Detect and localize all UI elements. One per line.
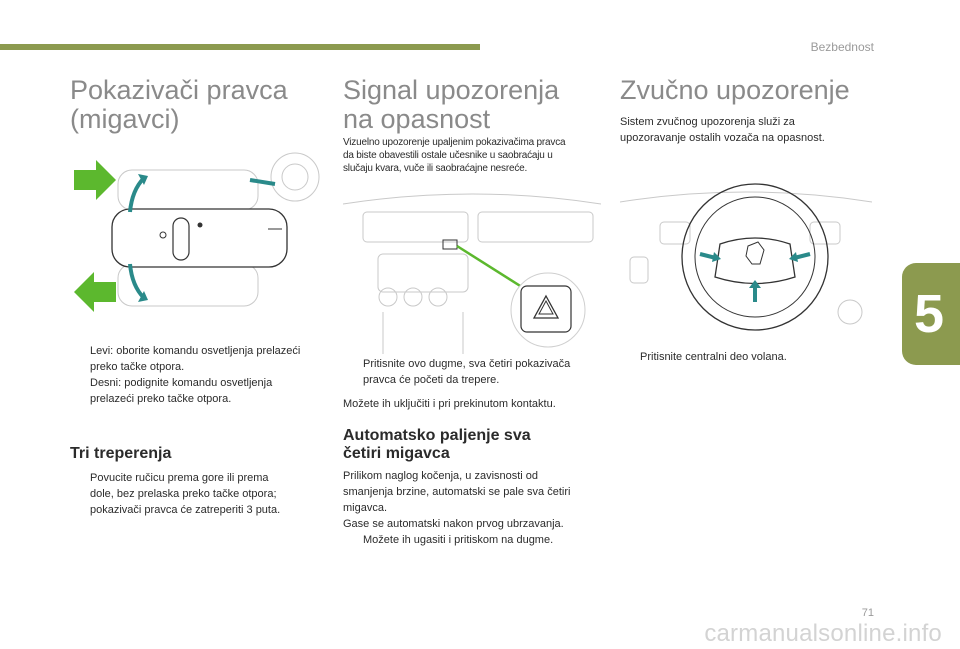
turn-signal-stalk-illustration — [74, 152, 320, 312]
bullet-press-wheel: Pritisnite centralni deo volana. — [640, 351, 787, 363]
title-horn: Zvučno upozorenje — [620, 75, 850, 105]
subtitle-three-flashes: Tri treperenja — [70, 445, 172, 462]
bullet-three-flashes: Povucite ručicu prema gore ili prema dol… — [90, 472, 281, 516]
horn-intro: Sistem zvučnog upozorenja služi za upozo… — [620, 116, 825, 144]
bullet-right-signal: Desni: podignite komandu osvetljenja pre… — [90, 377, 273, 405]
steering-wheel-horn-illustration — [620, 183, 872, 331]
bullet-press-hazard: Pritisnite ovo dugme, sva četiri pokaziv… — [363, 358, 571, 386]
page-number: 71 — [861, 607, 874, 619]
hazard-note: Možete ih uključiti i pri prekinutom kon… — [343, 398, 556, 410]
title-turn-signals: Pokazivači pravca (migavci) — [70, 75, 288, 134]
watermark: carmanualsonline.info — [704, 620, 942, 647]
bullet-switch-off: Možete ih ugasiti i pritiskom na dugme. — [363, 534, 554, 546]
section-label: Bezbednost — [810, 40, 874, 54]
subtitle-automatic-hazard: Automatsko paljenje sva četiri migavca — [343, 427, 531, 462]
hazard-button-illustration — [343, 193, 601, 354]
hazard-intro: Vizuelno upozorenje upaljenim pokazivači… — [343, 137, 566, 174]
bullet-left-signal: Levi: oborite komandu osvetljenja prelaz… — [90, 345, 301, 373]
header-accent-bar — [0, 44, 480, 50]
automatic-hazard-text: Prilikom naglog kočenja, u zavisnosti od… — [343, 470, 571, 530]
title-hazard-warning: Signal upozorenja na opasnost — [343, 75, 560, 134]
chapter-tab: 5 — [902, 263, 960, 365]
